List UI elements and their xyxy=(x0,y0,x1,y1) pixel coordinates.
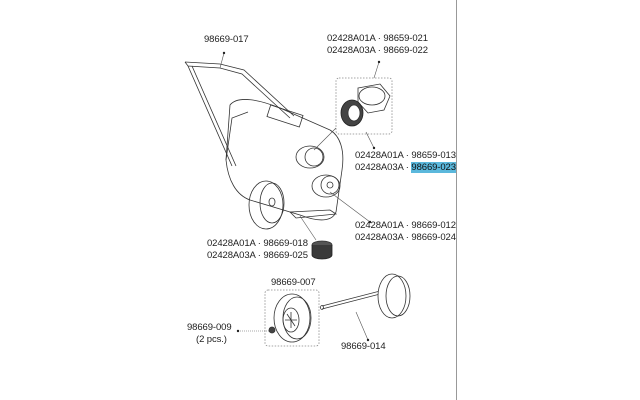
wheel-drawing xyxy=(273,293,312,343)
label-valve-line1[interactable]: 02428A01A · 98659-013 xyxy=(355,150,456,161)
label-foot-line1[interactable]: 02428A01A · 98669-018 xyxy=(207,238,308,249)
label-drain-line1[interactable]: 02428A01A · 98669-012 xyxy=(355,220,456,231)
label-valve-line2[interactable]: 02428A03A · 98669-023 xyxy=(355,162,456,174)
label-cap-line1[interactable]: 02428A01A · 98659-021 xyxy=(327,33,428,44)
nut-drawing xyxy=(268,326,276,334)
label-axle[interactable]: 98669-014 xyxy=(341,341,386,352)
foot-drawing xyxy=(311,240,333,260)
gasket-drawing xyxy=(340,99,364,127)
leader-dots xyxy=(222,51,381,342)
leader-lines xyxy=(219,52,380,341)
label-nut-qty: (2 pcs.) xyxy=(196,334,227,345)
highlighted-part-number[interactable]: 98669-023 xyxy=(411,162,456,173)
label-foot-line2[interactable]: 02428A03A · 98669-025 xyxy=(207,250,308,261)
label-handle[interactable]: 98669-017 xyxy=(204,34,249,45)
tank-drawing xyxy=(225,99,344,221)
label-valve-prefix: 02428A03A · xyxy=(355,162,412,173)
handle-drawing xyxy=(184,61,295,167)
label-drain-line2[interactable]: 02428A03A · 98669-024 xyxy=(355,232,456,243)
tank-ports xyxy=(295,145,341,198)
label-nut[interactable]: 98669-009 xyxy=(187,322,232,333)
label-wheel[interactable]: 98669-007 xyxy=(271,277,316,288)
axle-drawing xyxy=(320,273,411,319)
panel-divider xyxy=(456,0,457,400)
label-cap-line2[interactable]: 02428A03A · 98669-022 xyxy=(327,45,428,56)
tank-wheel xyxy=(248,180,338,230)
